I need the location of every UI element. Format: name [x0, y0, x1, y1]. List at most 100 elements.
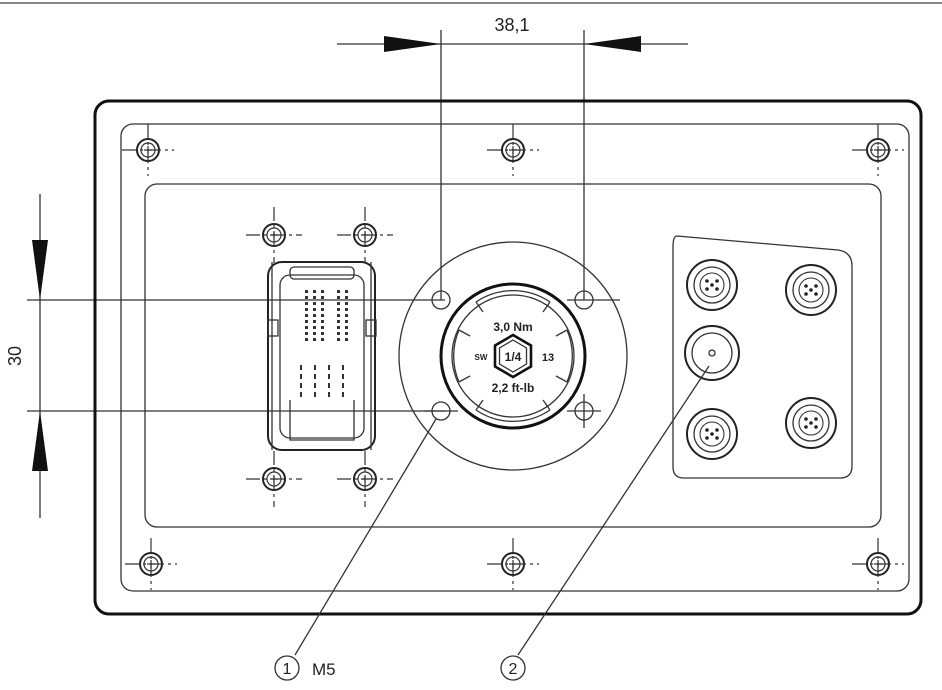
- coax-connector: [684, 325, 740, 381]
- connector-pin: [337, 332, 340, 335]
- connector-pin: [314, 374, 316, 379]
- hub-torque-top: 3,0 Nm: [493, 320, 532, 334]
- m5-mounting-holes: [424, 290, 620, 428]
- connector-pin: [337, 290, 340, 293]
- housing-screw: [852, 124, 904, 176]
- connector-pin: [305, 320, 308, 323]
- connector-pin: [314, 392, 316, 397]
- central-hub: 1/4 3,0 Nm 2,2 ft-lb SW 13: [398, 241, 628, 471]
- connector-pin: [305, 338, 308, 341]
- connector-pin: [313, 296, 316, 299]
- housing-screw: [487, 124, 539, 176]
- connector-pin: [321, 290, 324, 293]
- connector-pin: [345, 296, 348, 299]
- connector-pin: [337, 296, 340, 299]
- connector-pin: [342, 374, 344, 379]
- m12-connector: [686, 259, 738, 311]
- callout-2-leader: [517, 365, 710, 656]
- housing-screw: [125, 538, 177, 590]
- connector-pin: [345, 338, 348, 341]
- housing-screw: [122, 124, 174, 176]
- dimension-vertical: 30: [5, 194, 445, 518]
- connector-pin: [305, 308, 308, 311]
- hub-right-label: 13: [542, 352, 554, 364]
- connector-pin: [305, 296, 308, 299]
- connector-screw: [246, 451, 302, 507]
- connector-pin: [313, 290, 316, 293]
- connector-pin: [313, 308, 316, 311]
- callout-1: 1 M5: [274, 655, 336, 681]
- connector-screw: [246, 207, 302, 263]
- connector-pin: [337, 320, 340, 323]
- connector-screws: [246, 207, 393, 507]
- callout-1-label: M5: [312, 660, 336, 679]
- housing-flange: [120, 123, 910, 592]
- dimension-horizontal: 38,1: [337, 15, 688, 300]
- connector-pin: [313, 326, 316, 329]
- connector-pin: [313, 320, 316, 323]
- dimension-arrow-right: [584, 36, 641, 52]
- connector-pin: [328, 383, 330, 388]
- housing-outer: [93, 99, 923, 616]
- connector-pin: [321, 308, 324, 311]
- connector-pin: [313, 338, 316, 341]
- hub-torque-bottom: 2,2 ft-lb: [492, 381, 535, 395]
- dimension-arrow-top: [32, 240, 48, 300]
- dimension-arrow-bottom: [32, 411, 48, 471]
- connector-pin: [345, 320, 348, 323]
- connector-pin: [300, 383, 302, 388]
- connector-pin: [337, 308, 340, 311]
- connector-pin: [321, 332, 324, 335]
- connector-pin: [314, 383, 316, 388]
- connector-pin: [345, 332, 348, 335]
- dimension-arrow-left: [384, 36, 441, 52]
- connector-pin: [314, 365, 316, 370]
- callout-1-leader: [294, 418, 437, 656]
- dimension-horizontal-label: 38,1: [494, 15, 529, 35]
- housing-screw: [487, 538, 539, 590]
- connector-pin: [321, 302, 324, 305]
- connector-pin: [313, 302, 316, 305]
- connector-pin: [328, 365, 330, 370]
- m12-connector: [785, 397, 837, 449]
- connector-pin: [321, 296, 324, 299]
- callout-1-number: 1: [283, 661, 292, 678]
- connector-pin: [305, 314, 308, 317]
- connector-pin: [345, 326, 348, 329]
- connector-pin: [342, 392, 344, 397]
- multipin-connector: [246, 207, 393, 507]
- housing-inner-panel: [144, 183, 882, 528]
- hex-nut: [493, 333, 533, 379]
- connector-pin: [345, 314, 348, 317]
- m12-connector: [686, 408, 738, 460]
- connector-screw: [337, 451, 393, 507]
- housing-screws: [122, 124, 904, 590]
- connector-pin-grid: [300, 290, 348, 397]
- connector-pin: [300, 392, 302, 397]
- connector-pin: [305, 332, 308, 335]
- connector-pin: [342, 383, 344, 388]
- connector-pin: [313, 332, 316, 335]
- connector-pin: [300, 374, 302, 379]
- housing-screw: [852, 538, 904, 590]
- connector-pin: [337, 326, 340, 329]
- connector-pin: [328, 374, 330, 379]
- connector-pin: [305, 290, 308, 293]
- connector-pin: [321, 314, 324, 317]
- round-connector-plate: [672, 235, 853, 479]
- callout-2: 2: [500, 655, 526, 681]
- m12-connectors: [686, 259, 837, 460]
- connector-pin: [305, 302, 308, 305]
- connector-pin: [321, 338, 324, 341]
- dimension-vertical-label: 30: [5, 346, 25, 366]
- hub-hex-size: 1/4: [505, 350, 522, 364]
- m12-connector: [785, 264, 837, 316]
- callout-2-number: 2: [509, 661, 518, 678]
- connector-pin: [321, 326, 324, 329]
- connector-pin: [345, 290, 348, 293]
- connector-pin: [337, 302, 340, 305]
- connector-pin: [345, 302, 348, 305]
- connector-pin: [313, 314, 316, 317]
- connector-pin: [337, 338, 340, 341]
